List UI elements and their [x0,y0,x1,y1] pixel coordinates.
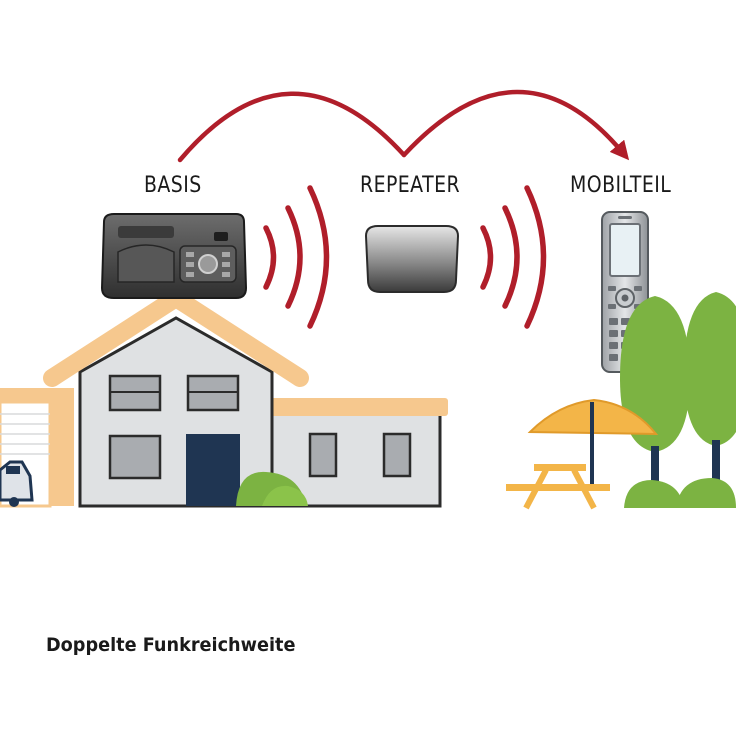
house-door [186,434,240,506]
radio-waves-left [263,185,330,329]
annex-window-left [308,432,338,478]
trees [620,292,736,508]
annex-window-right [382,432,412,478]
house-window [108,434,162,480]
repeater-device [364,225,460,293]
bush [676,478,736,508]
garage [0,388,74,508]
repeater-label: REPEATER [360,173,461,198]
picnic-area [506,398,659,510]
caption: Doppelte Funkreichweite [46,634,296,656]
hop-arrows [177,89,630,163]
basis-device [100,213,248,299]
bush [624,480,684,508]
hop-arrow-repeater-mobilteil [401,89,630,161]
mobilteil-label: MOBILTEIL [570,173,672,198]
main-house [43,289,309,508]
hop-arrow-basis-repeater [177,91,407,163]
basis-label: BASIS [144,173,202,198]
radio-waves-right [480,185,547,329]
